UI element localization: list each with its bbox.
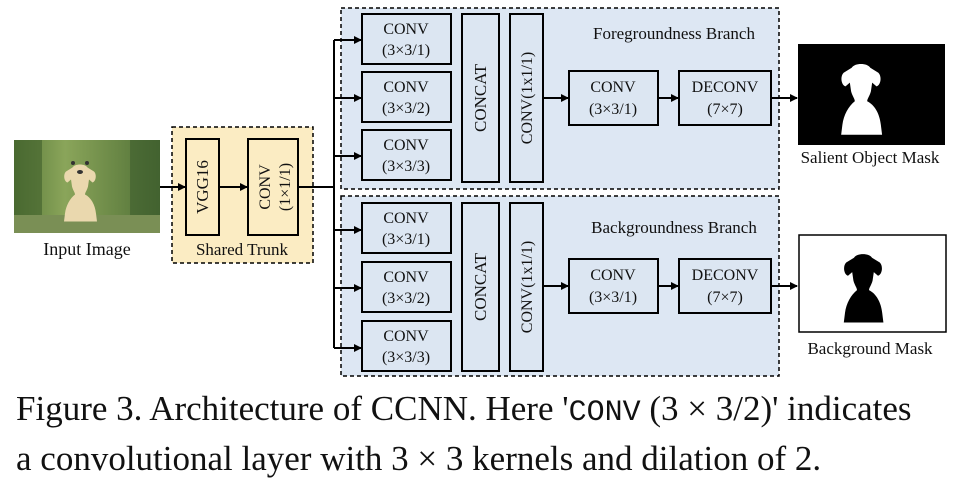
trunk-conv-label-1: CONV [257,164,274,210]
fg-conv-block-2 [361,71,452,123]
fg-conv-3-line2: (3×3/3) [382,158,430,175]
fg-concat-block [461,13,500,183]
fg-deconv-line2: (7×7) [707,101,743,118]
bg-conv-3-line2: (3×3/3) [382,349,430,366]
bg-conv1x1-block [509,202,544,372]
input-image [14,140,160,233]
foreground-branch: Foregroundness Branch CONV (3×3/1) CONV … [334,7,780,190]
fg-deconv-line1: DECONV [692,79,759,96]
bg-concat-label: CONCAT [471,252,490,321]
shared-trunk: VGG16 CONV (1×1/1) Shared Trunk [171,126,314,264]
fg-conv-3-line1: CONV [383,137,429,154]
fg-conv-block-1 [361,13,452,65]
fg-conv-2-line2: (3×3/2) [382,100,430,117]
bg-conv-block-2 [361,261,452,313]
input-image-label: Input Image [43,239,130,259]
vgg16-label: VGG16 [193,160,212,214]
fg-conv3-line2: (3×3/1) [589,101,637,118]
bg-conv-block-3 [361,320,452,372]
caption-text-1: Figure 3. Architecture of CCNN. Here ' [16,389,569,428]
fg-conv3-block [568,70,659,126]
vgg16-block [185,138,220,236]
foreground-branch-title: Foregroundness Branch [593,24,755,43]
fg-conv-block-3 [361,129,452,181]
background-mask-label: Background Mask [807,339,933,358]
bg-conv-2-line2: (3×3/2) [382,290,430,307]
fg-conv1x1-block [509,13,544,183]
bg-deconv-line2: (7×7) [707,289,743,306]
fg-conv-1-line1: CONV [383,21,429,38]
bg-conv1x1-label: CONV(1x1/1) [519,241,536,333]
trunk-conv-block [247,138,299,236]
shared-trunk-label: Shared Trunk [196,240,289,259]
fg-conv3-line1: CONV [590,79,636,96]
bg-conv-1-line2: (3×3/1) [382,231,430,248]
bg-conv-block-1 [361,202,452,254]
bg-conv-3-line1: CONV [383,328,429,345]
caption-line-2: a convolutional layer with 3 × 3 kernels… [16,439,822,478]
trunk-conv-label-2: (1×1/1) [277,163,294,211]
bg-concat-block [461,202,500,372]
fg-conv1x1-label: CONV(1x1/1) [519,52,536,144]
figure-caption: Figure 3. Architecture of CCNN. Here 'CO… [16,386,956,482]
fg-conv-2-line1: CONV [383,79,429,96]
fg-deconv-block [678,70,772,126]
caption-text-2: (3 × 3/2)' indicates [640,389,912,428]
background-mask [798,234,947,333]
fg-conv-1-line2: (3×3/1) [382,42,430,59]
fg-concat-label: CONCAT [471,63,490,132]
caption-line-1: Figure 3. Architecture of CCNN. Here 'CO… [16,386,956,436]
bg-conv-1-line1: CONV [383,210,429,227]
bg-conv3-line1: CONV [590,267,636,284]
salient-object-mask [798,44,945,145]
bg-conv3-line2: (3×3/1) [589,289,637,306]
caption-code: CONV [568,396,641,430]
background-branch-title: Backgroundness Branch [591,218,757,237]
background-branch: Backgroundness Branch CONV (3×3/1) CONV … [334,195,780,377]
architecture-diagram: Input Image VGG16 CONV (1×1/1) Shared Tr… [14,7,947,377]
bg-conv-2-line1: CONV [383,269,429,286]
salient-object-mask-label: Salient Object Mask [801,148,940,167]
bg-deconv-line1: DECONV [692,267,759,284]
